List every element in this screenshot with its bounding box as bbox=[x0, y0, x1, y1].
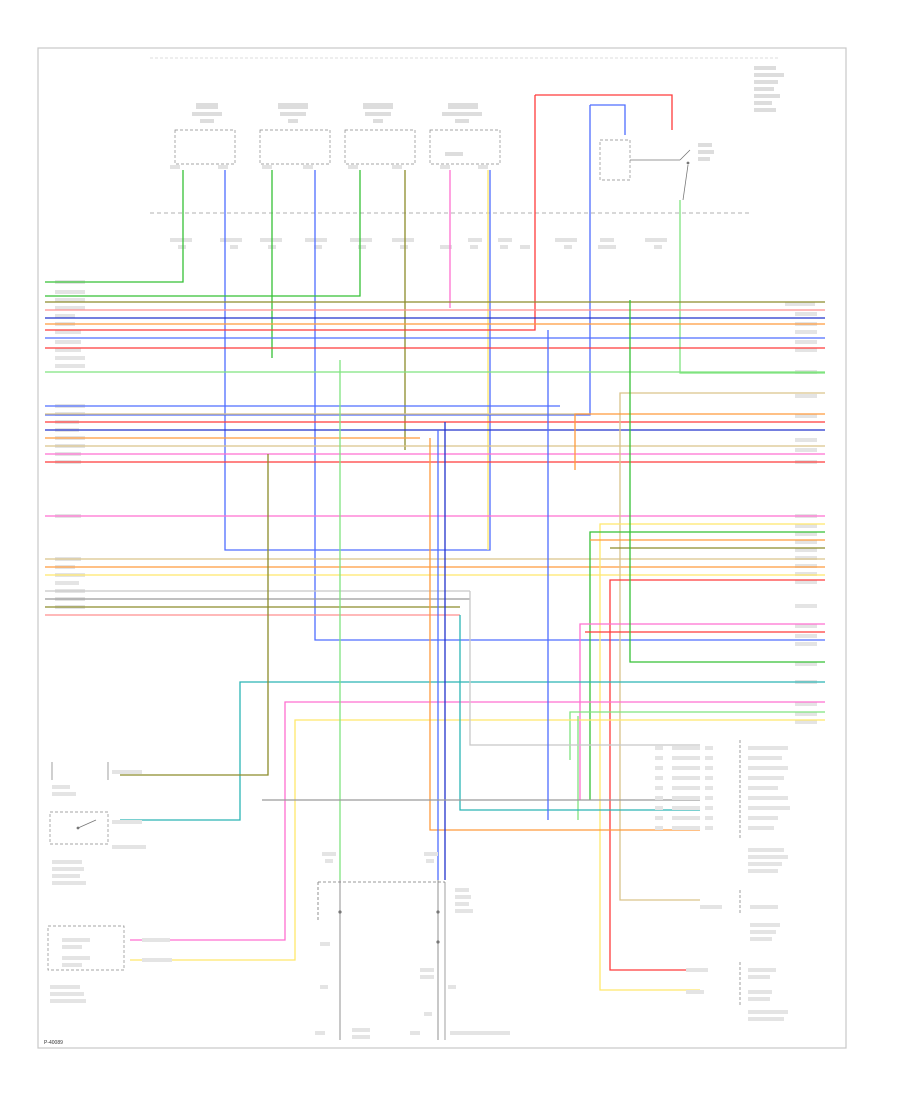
component-1 bbox=[174, 103, 236, 165]
left-switch-2 bbox=[49, 811, 146, 885]
component-3 bbox=[344, 103, 416, 165]
horizontal-wires bbox=[45, 301, 825, 616]
wire-label-row-2 bbox=[170, 238, 667, 249]
corner-note: P-40089 bbox=[44, 1040, 63, 1046]
left-switch-1 bbox=[51, 762, 142, 796]
right-bottom-component bbox=[686, 962, 788, 1021]
component-4 bbox=[429, 103, 501, 165]
lower-right-connector bbox=[655, 740, 790, 873]
right-mid-component bbox=[700, 890, 780, 941]
right-wire-labels bbox=[785, 302, 817, 724]
center-module bbox=[315, 852, 510, 1040]
switch-component bbox=[599, 139, 714, 201]
wire-drops bbox=[45, 94, 825, 641]
top-right-caption bbox=[754, 66, 784, 112]
left-component-3 bbox=[47, 925, 172, 1003]
wire-label-row-1 bbox=[170, 165, 488, 169]
diagram-frame bbox=[37, 47, 847, 1049]
component-2 bbox=[259, 103, 331, 165]
center-wires bbox=[120, 330, 700, 880]
right-side-wires bbox=[120, 300, 825, 991]
